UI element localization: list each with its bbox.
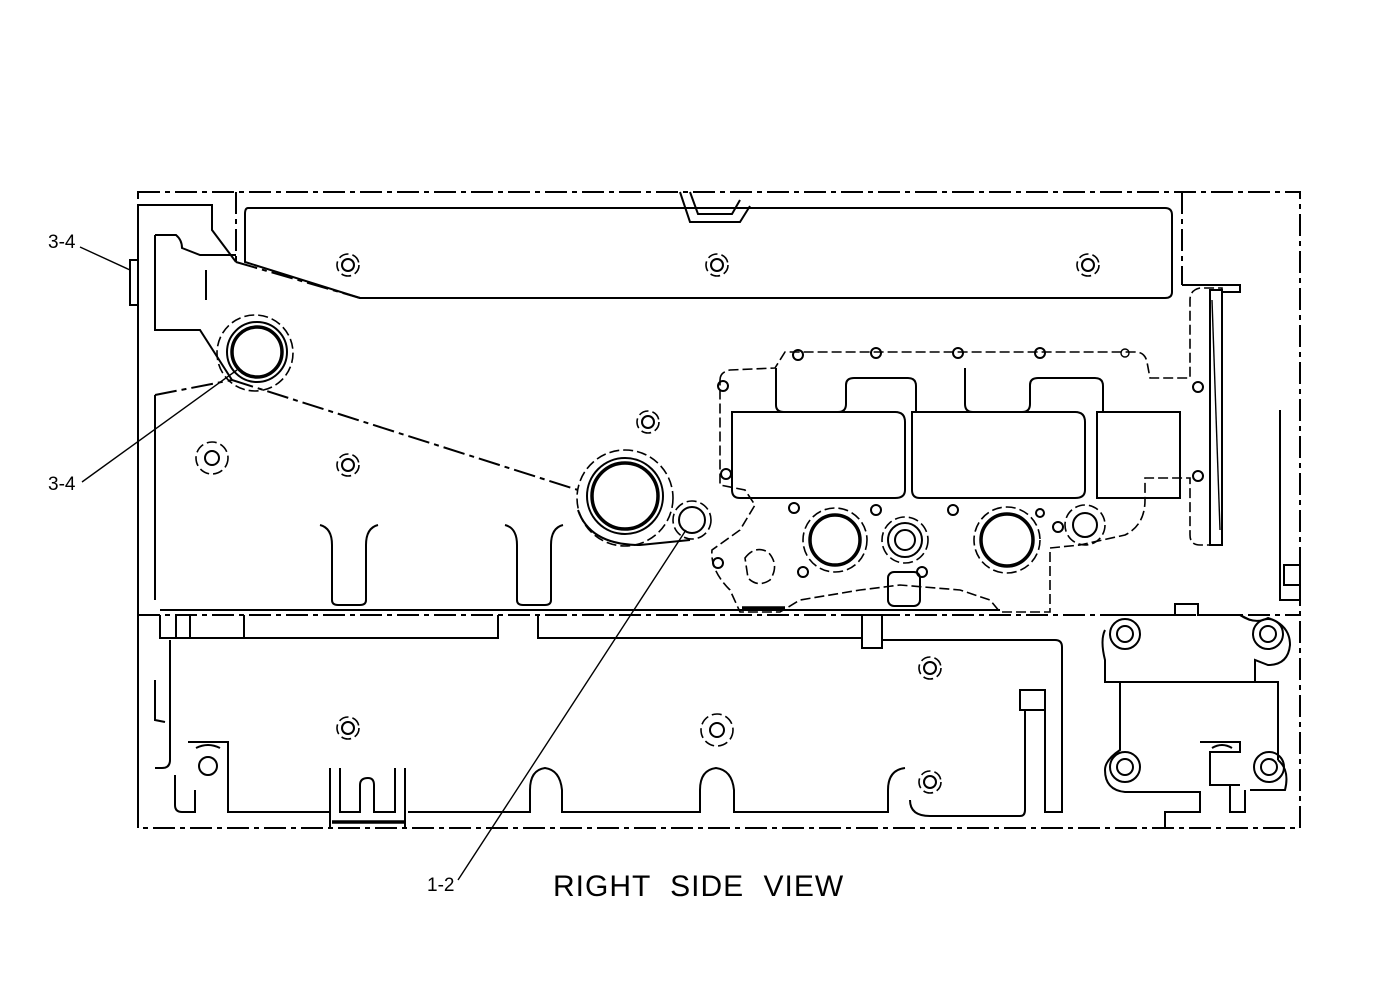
top-rail-panel [244, 191, 1173, 299]
manifold-gasket-region [711, 287, 1223, 613]
callout-leaders [79, 246, 687, 881]
middle-rail [159, 609, 1000, 649]
central-bore-boss [576, 449, 712, 547]
right-end-bracket [1101, 284, 1301, 828]
callout-label-3-4-top: 3-4 [48, 232, 76, 253]
outer-envelope [137, 191, 1301, 829]
left-plug-boss [216, 314, 294, 392]
callout-label-3-4-mid: 3-4 [48, 474, 76, 495]
left-end-outline [129, 204, 237, 828]
view-title: RIGHT SIDE VIEW [553, 870, 845, 903]
callout-label-1-2: 1-2 [427, 875, 455, 896]
lower-panel [154, 639, 1063, 828]
bolt-holes [195, 410, 942, 794]
upper-slots [319, 524, 564, 606]
